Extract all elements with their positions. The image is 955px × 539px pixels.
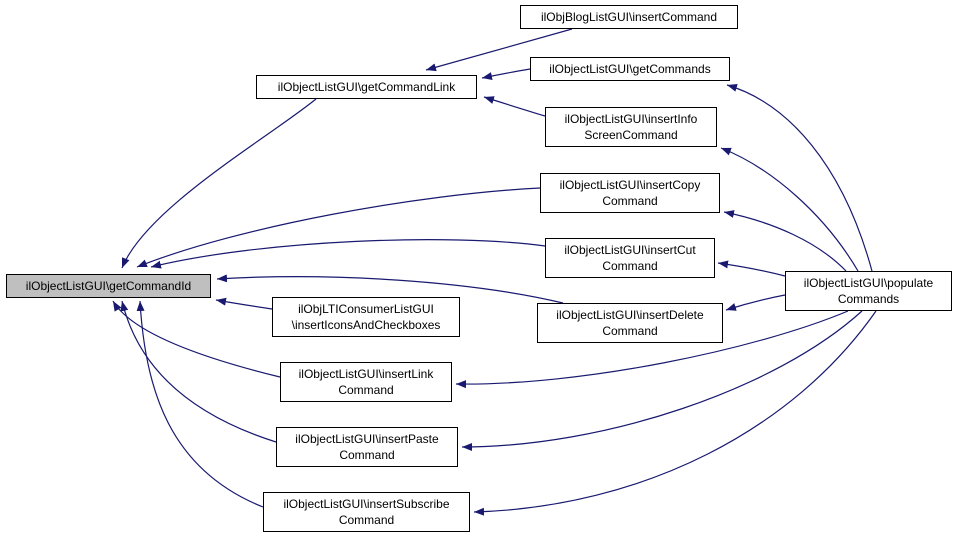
edge-populateCommands-getCommands [726,84,873,272]
node-getCommandLink[interactable]: ilObjectListGUI\getCommandLink [256,75,477,99]
edge-insertCopyCommand-getCommandId [136,187,541,268]
edge-getCommandLink-getCommandId [121,98,317,269]
node-getCommandId: ilObjectListGUI\getCommandId [6,274,211,298]
node-insertPasteCommand[interactable]: ilObjectListGUI\insertPaste Command [276,427,458,467]
edge-insertInfoScreenCommand-getCommandLink [483,96,546,117]
node-ltiInsertIconsAndCheckboxes[interactable]: ilObjLTIConsumerListGUI \insertIconsAndC… [272,297,460,337]
edge-ltiInsertIconsAndCheckboxes-getCommandId [215,297,273,310]
edge-populateCommands-insertSubscribeCommand [473,310,877,516]
node-insertSubscribeCommand[interactable]: ilObjectListGUI\insertSubscribe Command [263,492,470,532]
node-insertDeleteCommand[interactable]: ilObjectListGUI\insertDelete Command [537,303,723,343]
edge-insertLinkCommand-getCommandId [112,300,281,378]
edge-insertSubscribeCommand-getCommandId [136,300,264,508]
node-getCommands[interactable]: ilObjectListGUI\getCommands [530,57,730,81]
edge-insertPasteCommand-getCommandId [120,300,277,443]
edge-populateCommands-insertCopyCommand [723,210,847,272]
edge-populateCommands-insertInfoScreenCommand [720,147,859,272]
edge-insertCutCommand-getCommandId [150,239,546,269]
node-insertLinkCommand[interactable]: ilObjectListGUI\insertLink Command [280,362,452,402]
node-insertInfoScreenCommand[interactable]: ilObjectListGUI\insertInfo ScreenCommand [545,107,717,147]
edge-populateCommands-insertCutCommand [717,260,786,277]
edge-getCommands-getCommandLink [481,68,531,80]
edge-populateCommands-insertLinkCommand [455,310,849,389]
edge-blogInsertCommand-getCommandLink [425,28,573,72]
node-insertCutCommand[interactable]: ilObjectListGUI\insertCut Command [545,238,715,278]
edge-populateCommands-insertPasteCommand [461,310,863,451]
node-blogInsertCommand[interactable]: ilObjBlogListGUI\insertCommand [520,5,738,29]
edge-populateCommands-insertDeleteCommand [725,294,786,311]
node-insertCopyCommand[interactable]: ilObjectListGUI\insertCopy Command [540,173,720,213]
edge-insertDeleteCommand-getCommandId [216,274,564,304]
node-populateCommands[interactable]: ilObjectListGUI\populate Commands [785,271,952,311]
